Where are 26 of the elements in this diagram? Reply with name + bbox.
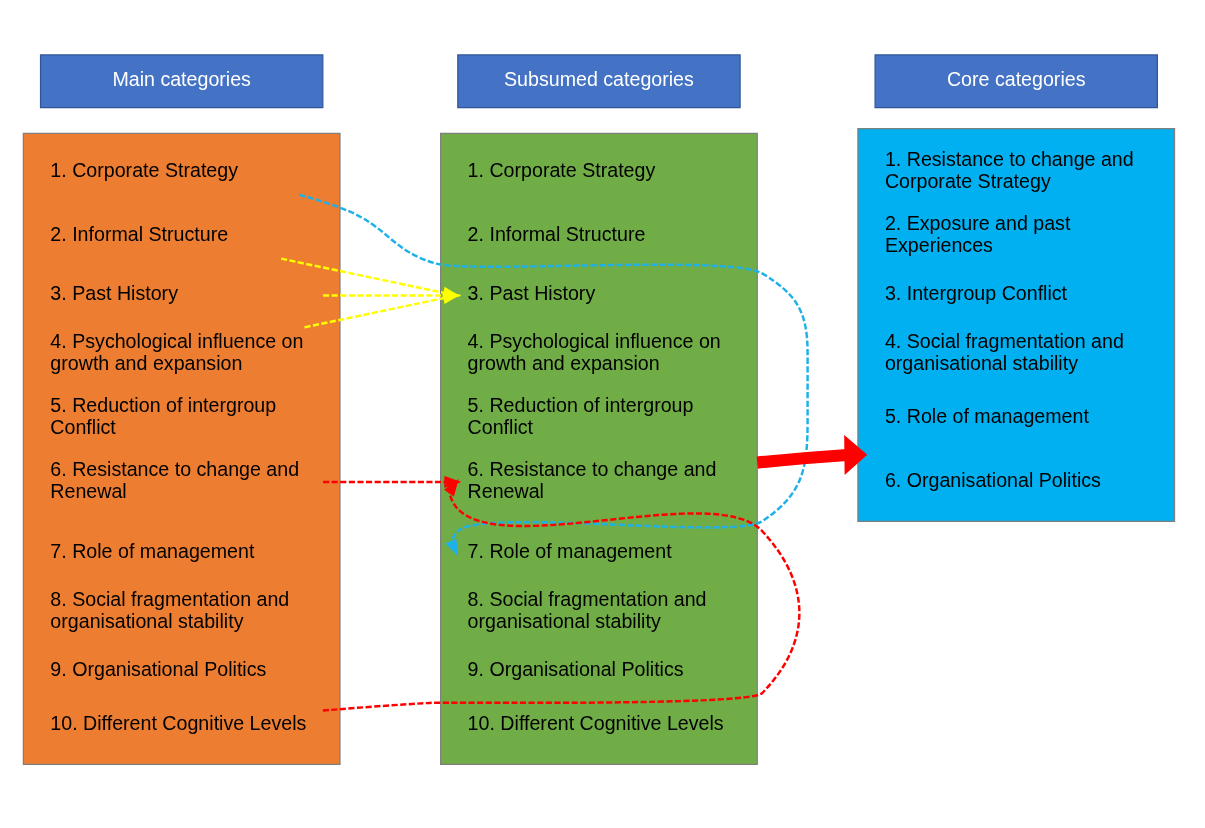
node-text: 6. Organisational Politics bbox=[884, 468, 1101, 491]
node-text: 2. Exposure and past Experiences bbox=[884, 211, 1071, 256]
node-text: 8. Social fragmentation and organisational stability bbox=[467, 587, 707, 632]
node-text: 9. Organisational Politics bbox=[50, 657, 267, 680]
node-text: 2. Informal Structure bbox=[50, 222, 229, 245]
node-text: 4. Psychological influence on growth and expansion bbox=[467, 329, 721, 374]
node-text: 7. Role of management bbox=[50, 539, 255, 562]
node-text: 5. Reduction of intergroup Conflict bbox=[467, 393, 694, 438]
node-text: 5. Role of management bbox=[884, 404, 1089, 427]
node-text: 4. Social fragmentation and organisational stability bbox=[884, 329, 1124, 374]
node-text: 2. Informal Structure bbox=[467, 222, 646, 245]
node-text: 8. Social fragmentation and organisational stability bbox=[50, 587, 290, 632]
node-text: 1. Corporate Strategy bbox=[50, 158, 238, 181]
node-text: 1. Corporate Strategy bbox=[467, 158, 656, 181]
node-text: 3. Intergroup Conflict bbox=[884, 281, 1068, 304]
node-text: 6. Resistance to change and Renewal bbox=[467, 457, 717, 502]
node-text: 3. Past History bbox=[467, 281, 596, 304]
node-text: 4. Psychological influence on growth and expansion bbox=[50, 329, 304, 374]
node-text: 7. Role of management bbox=[467, 539, 672, 562]
node-text: 6. Resistance to change and Renewal bbox=[50, 457, 300, 502]
node-text: 10. Different Cognitive Levels bbox=[467, 711, 724, 734]
node-text: 5. Reduction of intergroup Conflict bbox=[50, 393, 277, 438]
node-text: 9. Organisational Politics bbox=[467, 657, 684, 680]
node-text: 3. Past History bbox=[50, 281, 178, 304]
node-text: 10. Different Cognitive Levels bbox=[50, 711, 307, 734]
node-text: 1. Resistance to change and Corporate Strategy bbox=[884, 147, 1134, 192]
